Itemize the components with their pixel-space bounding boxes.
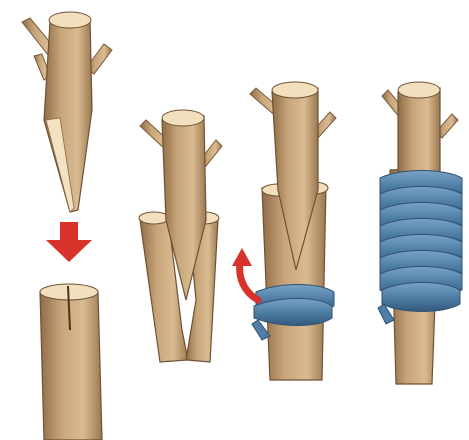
scion-inserted — [139, 110, 222, 362]
scion-twig — [22, 12, 112, 212]
rootstock-split — [40, 284, 102, 440]
scion-tied — [378, 82, 462, 384]
down-arrow-icon — [46, 222, 92, 262]
grafting-tape — [378, 171, 462, 325]
wrap-direction-arrow-icon — [232, 248, 258, 300]
scion-tying — [250, 82, 336, 380]
